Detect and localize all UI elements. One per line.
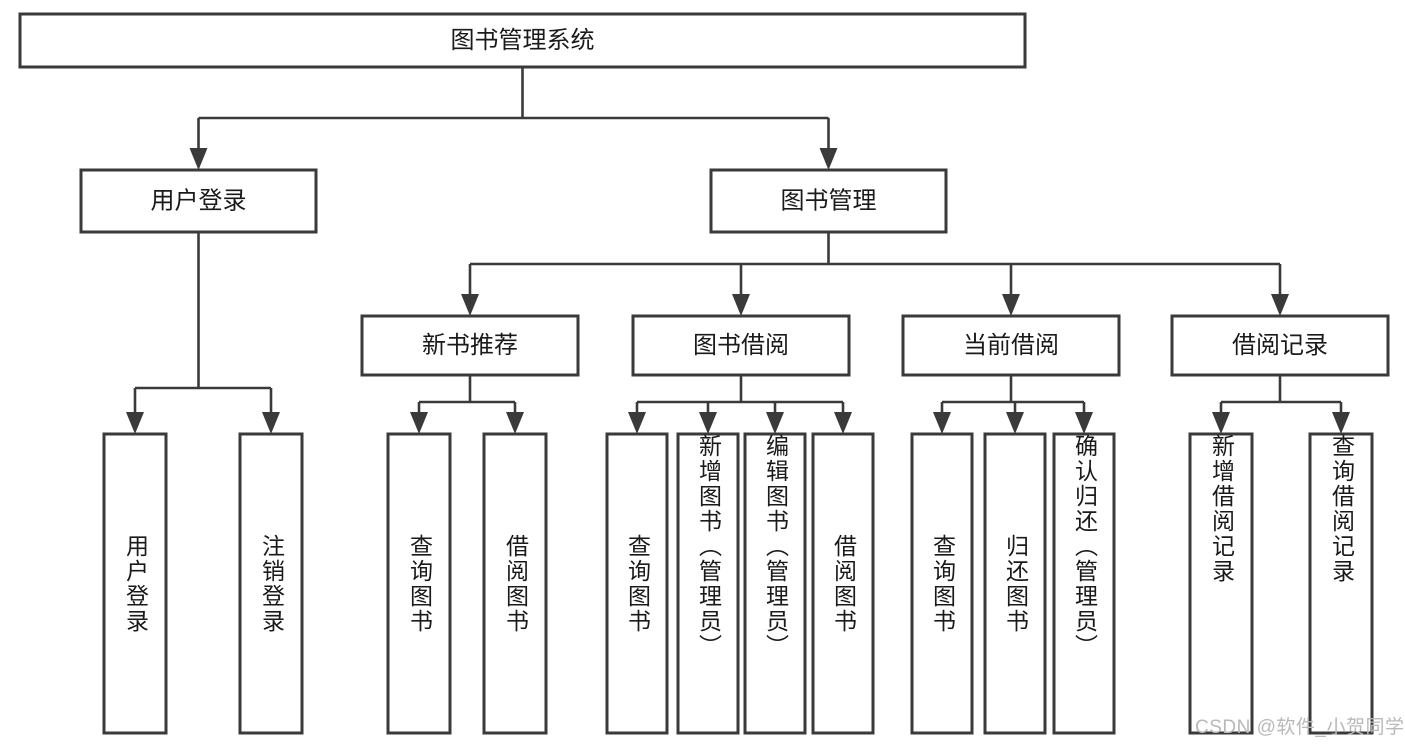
node-box-leaf-logout[interactable] <box>238 432 304 735</box>
arrow-head-book-borrow-to-leaf-borrow-book <box>834 412 852 434</box>
node-box-leaf-query-book-rec[interactable] <box>386 432 452 735</box>
node-box-leaf-add-record[interactable] <box>1188 432 1254 735</box>
node-box-current-borrow[interactable] <box>901 314 1121 377</box>
node-label-root: 图书管理系统 <box>451 27 595 54</box>
node-box-book-manage[interactable] <box>709 168 948 234</box>
node-label-current-borrow: 当前借阅 <box>963 332 1059 359</box>
arrow-head-book-manage-to-current-borrow <box>1002 294 1020 316</box>
node-box-user-login[interactable] <box>79 168 318 234</box>
node-label-new-book-rec: 新书推荐 <box>422 332 518 359</box>
arrow-head-user-login-to-leaf-user-login <box>126 412 144 434</box>
arrow-head-current-borrow-to-leaf-query-book-cur <box>933 412 951 434</box>
node-box-leaf-return-book[interactable] <box>983 432 1047 735</box>
csdn-watermark: CSDN @软件_小贺同学 <box>1195 717 1405 738</box>
node-label-book-borrow: 图书借阅 <box>693 332 789 359</box>
arrow-head-borrow-record-to-leaf-add-record <box>1212 412 1230 434</box>
arrow-head-root-to-user-login <box>189 148 208 170</box>
node-box-leaf-confirm-return[interactable] <box>1052 432 1116 735</box>
arrow-head-current-borrow-to-leaf-return-book <box>1006 412 1024 434</box>
boxes-layer <box>18 12 1390 735</box>
node-box-leaf-query-record[interactable] <box>1308 432 1374 735</box>
node-label-book-manage: 图书管理 <box>781 187 877 214</box>
arrow-head-book-manage-to-borrow-record <box>1271 294 1289 316</box>
node-box-root[interactable] <box>18 12 1027 69</box>
arrow-head-book-manage-to-book-borrow <box>732 294 750 316</box>
node-box-borrow-record[interactable] <box>1170 314 1390 377</box>
arrow-head-book-borrow-to-leaf-add-book <box>699 412 717 434</box>
edges-layer <box>126 67 1350 434</box>
arrow-head-book-manage-to-new-book-rec <box>461 294 479 316</box>
node-box-leaf-borrow-book-rec[interactable] <box>482 432 548 735</box>
node-box-leaf-add-book[interactable] <box>676 432 740 735</box>
arrow-head-book-borrow-to-leaf-query-book-borrow <box>628 412 646 434</box>
arrow-head-borrow-record-to-leaf-query-record <box>1332 412 1350 434</box>
node-box-book-borrow[interactable] <box>631 314 851 377</box>
arrow-head-new-book-rec-to-leaf-query-book-rec <box>410 412 428 434</box>
node-box-leaf-query-book-borrow[interactable] <box>605 432 669 735</box>
arrow-head-book-borrow-to-leaf-edit-book <box>766 412 784 434</box>
node-box-leaf-query-book-cur[interactable] <box>910 432 974 735</box>
arrow-head-root-to-book-manage <box>819 148 838 170</box>
node-box-new-book-rec[interactable] <box>360 314 580 377</box>
node-label-user-login: 用户登录 <box>151 187 247 214</box>
node-box-leaf-borrow-book[interactable] <box>811 432 875 735</box>
node-box-leaf-user-login[interactable] <box>102 432 168 735</box>
node-box-leaf-edit-book[interactable] <box>743 432 807 735</box>
arrow-head-user-login-to-leaf-logout <box>262 412 280 434</box>
node-label-borrow-record: 借阅记录 <box>1232 332 1328 359</box>
arrow-head-current-borrow-to-leaf-confirm-return <box>1075 412 1093 434</box>
arrow-head-new-book-rec-to-leaf-borrow-book-rec <box>506 412 524 434</box>
